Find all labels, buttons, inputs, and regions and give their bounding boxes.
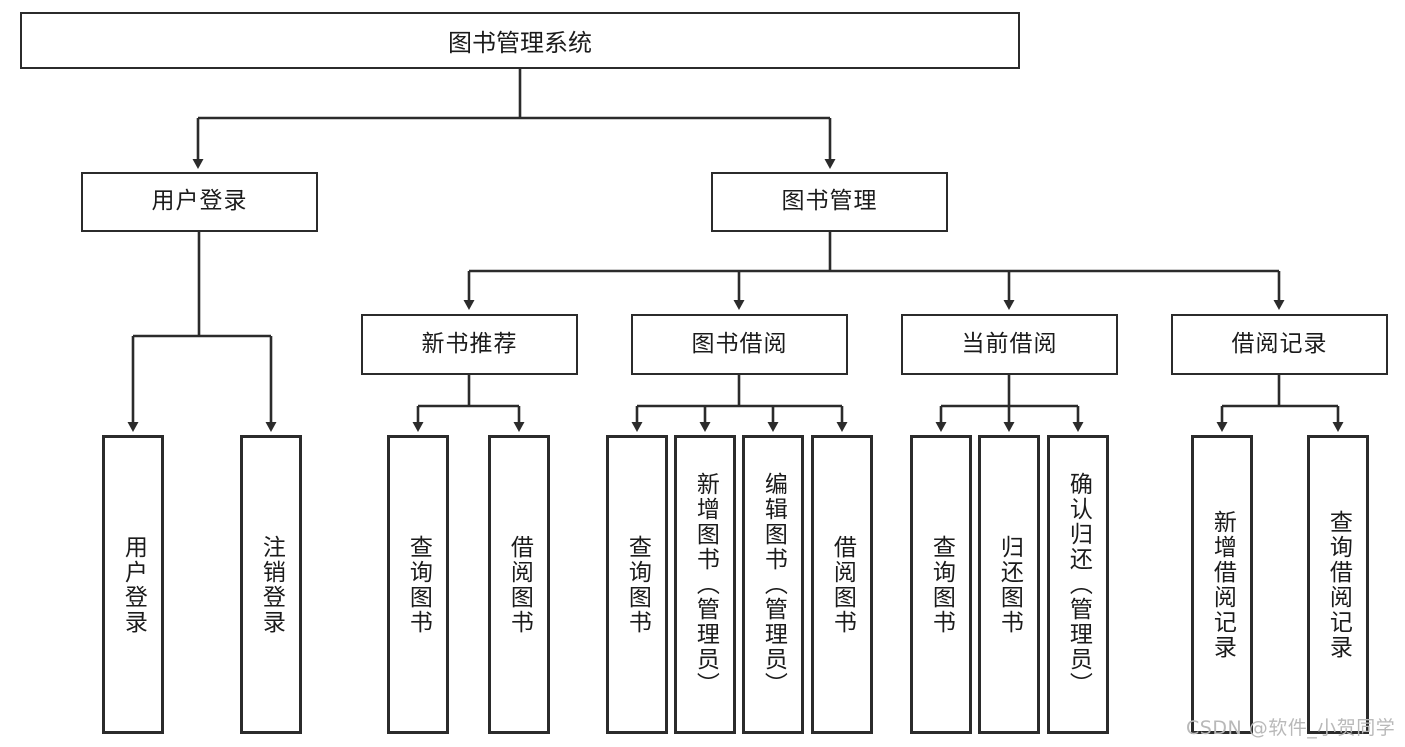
leaf-user-login[interactable]: 用户登录: [102, 435, 164, 734]
node-label: 用户登录: [120, 534, 147, 635]
leaf-add-book-admin[interactable]: 新增图书（管理员）: [674, 435, 736, 734]
node-label: 查询图书: [624, 534, 651, 635]
node-label: 图书管理: [781, 188, 878, 215]
leaf-borrow-book-recommend[interactable]: 借阅图书: [488, 435, 550, 734]
leaf-borrow-book[interactable]: 借阅图书: [811, 435, 873, 734]
node-label: 图书管理系统: [448, 29, 592, 57]
node-borrow-record[interactable]: 借阅记录: [1171, 314, 1388, 375]
node-label: 新书推荐: [421, 330, 518, 357]
node-label: 借阅图书: [506, 534, 533, 635]
leaf-query-book-current[interactable]: 查询图书: [910, 435, 972, 734]
node-label: 借阅记录: [1231, 330, 1328, 357]
node-current-borrow[interactable]: 当前借阅: [901, 314, 1118, 375]
node-label: 确认归还（管理员）: [1065, 472, 1092, 697]
leaf-query-book-borrow[interactable]: 查询图书: [606, 435, 668, 734]
node-user-login[interactable]: 用户登录: [81, 172, 318, 232]
leaf-query-borrow-record[interactable]: 查询借阅记录: [1307, 435, 1369, 734]
node-label: 归还图书: [996, 534, 1023, 635]
leaf-logout[interactable]: 注销登录: [240, 435, 302, 734]
node-label: 当前借阅: [961, 330, 1058, 357]
node-label: 新增图书（管理员）: [692, 472, 719, 697]
leaf-query-book-recommend[interactable]: 查询图书: [387, 435, 449, 734]
node-label: 借阅图书: [829, 534, 856, 635]
node-label: 图书借阅: [691, 330, 788, 357]
node-label: 新增借阅记录: [1209, 509, 1236, 660]
node-book-borrow[interactable]: 图书借阅: [631, 314, 848, 375]
node-label: 注销登录: [258, 534, 285, 635]
node-label: 查询图书: [928, 534, 955, 635]
node-label: 编辑图书（管理员）: [760, 472, 787, 697]
leaf-add-borrow-record[interactable]: 新增借阅记录: [1191, 435, 1253, 734]
node-new-book-recommend[interactable]: 新书推荐: [361, 314, 578, 375]
leaf-return-book[interactable]: 归还图书: [978, 435, 1040, 734]
leaf-edit-book-admin[interactable]: 编辑图书（管理员）: [742, 435, 804, 734]
leaf-confirm-return-admin[interactable]: 确认归还（管理员）: [1047, 435, 1109, 734]
node-label: 用户登录: [151, 188, 248, 215]
node-root-book-management-system[interactable]: 图书管理系统: [20, 12, 1020, 69]
node-label: 查询图书: [405, 534, 432, 635]
watermark-text: CSDN @软件_小贺同学: [1186, 717, 1396, 739]
node-label: 查询借阅记录: [1325, 509, 1352, 660]
node-book-management[interactable]: 图书管理: [711, 172, 948, 232]
